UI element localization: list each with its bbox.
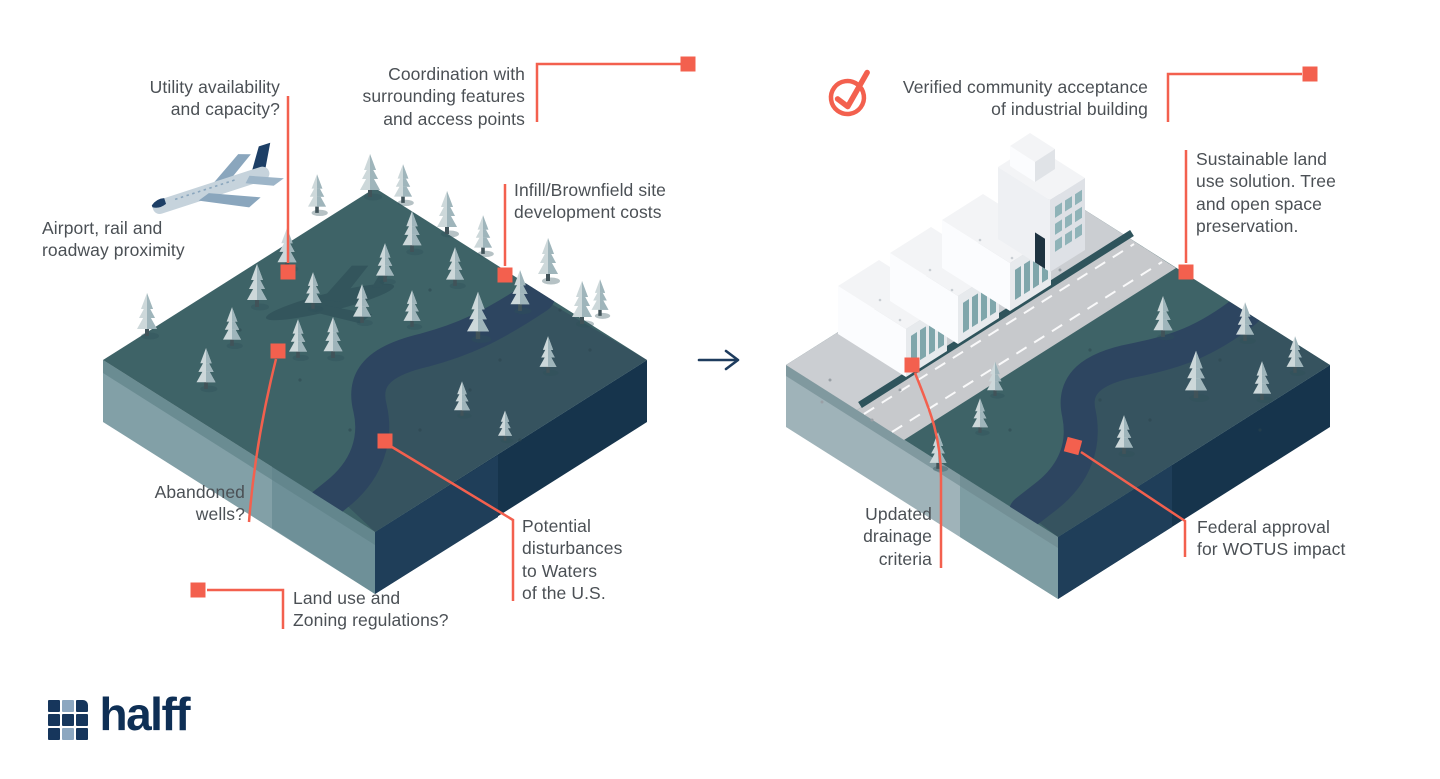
callout-abandoned: Abandoned wells? — [154, 482, 245, 525]
callout-landuse: Land use and Zoning regulations? — [293, 588, 449, 631]
square-marker-infill — [497, 267, 513, 283]
callout-airport: Airport, rail and roadway proximity — [42, 218, 185, 261]
callout-sustainable: Sustainable land use solution. Tree and … — [1196, 149, 1336, 237]
square-marker-abandoned — [270, 343, 286, 359]
land-speckles — [1008, 348, 1262, 432]
industrial-buildings — [838, 133, 1085, 377]
callout-infill: Infill/Brownfield site development costs — [514, 180, 666, 223]
square-marker-potential — [377, 433, 393, 449]
road — [857, 238, 1176, 440]
callout-utility: Utility availability and capacity? — [149, 77, 280, 120]
square-marker-verified — [1302, 66, 1318, 82]
callout-line-abandoned — [247, 358, 278, 523]
square-marker-utility — [280, 264, 296, 280]
road-dashes — [863, 243, 1163, 433]
square-marker-drainage — [904, 357, 920, 373]
river — [1009, 294, 1262, 529]
callout-coordination: Coordination with surrounding features a… — [362, 64, 525, 129]
callout-line-potential — [391, 445, 515, 601]
roof-speckles — [878, 238, 1014, 322]
callout-drainage: Updated drainage criteria — [863, 504, 932, 569]
square-marker-coordination — [680, 56, 696, 72]
square-marker-landuse — [190, 582, 206, 598]
square-marker-sustainable — [1178, 264, 1194, 280]
callout-potential: Potential disturbances to Waters of the … — [522, 516, 623, 604]
halff-logo-grid-icon — [48, 700, 88, 740]
callout-line-drainage — [913, 372, 943, 568]
after-site-illustration — [786, 133, 1330, 599]
land-speckles — [238, 288, 592, 442]
callout-federal: Federal approval for WOTUS impact — [1197, 517, 1346, 560]
door — [1035, 232, 1045, 269]
callout-verified: Verified community acceptance of industr… — [902, 77, 1148, 120]
right-arrow-icon — [697, 349, 740, 371]
airplane-icon — [151, 142, 284, 214]
dark-land-region — [1020, 311, 1330, 537]
callout-line-coordination — [535, 62, 681, 122]
halff-wordmark: halff — [99, 688, 191, 740]
halff-logo: halff — [48, 691, 191, 740]
callout-line-verified — [1166, 72, 1302, 122]
office-building — [998, 133, 1085, 272]
callout-lines — [207, 62, 1302, 629]
circle-check-icon — [826, 68, 876, 120]
callout-line-landuse — [207, 588, 285, 629]
callout-line-federal — [1080, 450, 1187, 557]
